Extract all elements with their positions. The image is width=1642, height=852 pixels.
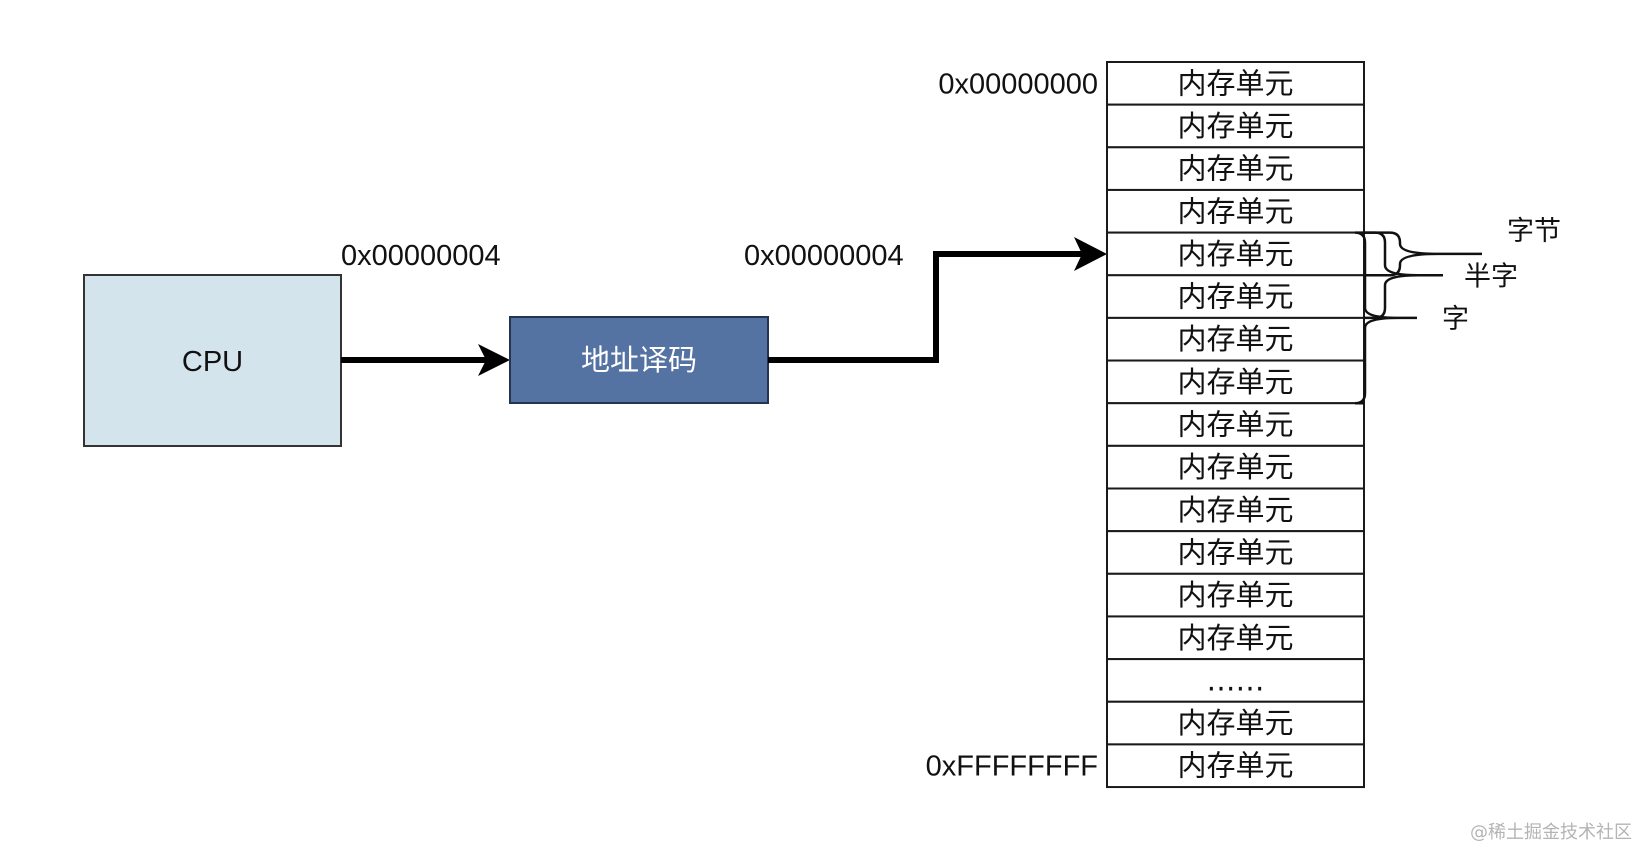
memory-column: 内存单元内存单元内存单元内存单元内存单元内存单元内存单元内存单元内存单元内存单元… xyxy=(1106,61,1365,789)
memory-cell-label: 内存单元 xyxy=(1177,66,1293,100)
memory-cell-box xyxy=(1106,146,1365,191)
memory-cell-label: 内存单元 xyxy=(1177,621,1293,655)
brace-label: 字 xyxy=(1442,304,1469,335)
brace-label: 字节 xyxy=(1507,216,1561,247)
memory-cell-label: 内存单元 xyxy=(1177,237,1293,271)
cpu-label: CPU xyxy=(182,346,243,378)
arrowhead-icon xyxy=(1074,237,1107,271)
memory-cell: 内存单元 xyxy=(1106,487,1365,533)
memory-cell-box xyxy=(1106,658,1365,703)
memory-cell-box xyxy=(1106,188,1365,234)
memory-cell-label: 内存单元 xyxy=(1177,450,1293,484)
memory-cell: 内存单元 xyxy=(1106,743,1365,789)
memory-cell: 内存单元 xyxy=(1106,572,1365,618)
memory-end-address: 0xFFFFFFFF xyxy=(926,751,1098,783)
arrowhead-icon xyxy=(478,344,510,376)
memory-cell-label: 内存单元 xyxy=(1177,152,1293,186)
memory-cell-label: 内存单元 xyxy=(1177,322,1293,356)
decoder-output-address: 0x00000004 xyxy=(744,240,904,272)
memory-cell: 内存单元 xyxy=(1106,103,1365,149)
brace-byte: 字节 xyxy=(1364,216,1561,277)
memory-cell-box xyxy=(1106,402,1365,447)
address-decoder-block: 地址译码 xyxy=(509,316,769,404)
memory-cell-label: 内存单元 xyxy=(1177,535,1293,569)
memory-cell-box xyxy=(1106,103,1365,149)
brace-word: 字 xyxy=(1354,231,1469,405)
cpu-output-address: 0x00000004 xyxy=(341,240,501,272)
memory-cell-box xyxy=(1106,444,1365,490)
memory-cell-box xyxy=(1106,61,1365,106)
memory-cell-label: 内存单元 xyxy=(1177,194,1293,228)
address-decoder-box xyxy=(509,316,769,404)
memory-cell: 内存单元 xyxy=(1106,61,1365,106)
memory-cell: 内存单元 xyxy=(1106,188,1365,234)
memory-cell-box xyxy=(1106,572,1365,618)
memory-start-address: 0x00000000 xyxy=(938,68,1098,100)
memory-cell: 内存单元 xyxy=(1106,146,1365,191)
memory-cell-label: 内存单元 xyxy=(1177,493,1293,527)
memory-cell: 内存单元 xyxy=(1106,231,1365,277)
decoder-to-memory-arrow xyxy=(768,237,1107,363)
brace-half-word: 半字 xyxy=(1364,231,1518,320)
brace-label: 半字 xyxy=(1464,261,1518,292)
brace-icon xyxy=(1364,231,1439,277)
decoder-to-memory-line xyxy=(768,251,1090,363)
memory-cell-label: 内存单元 xyxy=(1177,706,1293,740)
memory-cell-label: 内存单元 xyxy=(1177,749,1293,783)
memory-cell: 内存单元 xyxy=(1106,359,1365,405)
memory-cell: 内存单元 xyxy=(1106,444,1365,490)
memory-cell: 内存单元 xyxy=(1106,316,1365,362)
address-decoder-label: 地址译码 xyxy=(581,344,697,377)
cpu-to-decoder-arrow xyxy=(341,344,510,376)
memory-cell-box xyxy=(1106,530,1365,575)
memory-cell-label: 内存单元 xyxy=(1177,578,1293,612)
memory-cell-box xyxy=(1106,743,1365,789)
memory-cell-box xyxy=(1106,359,1365,405)
memory-cell-label: 内存单元 xyxy=(1177,109,1293,143)
watermark: @稀土掘金技术社区 xyxy=(1470,822,1632,843)
memory-cell: 内存单元 xyxy=(1106,530,1365,575)
memory-cell: 内存单元 xyxy=(1106,402,1365,447)
memory-cell-label: 内存单元 xyxy=(1177,280,1293,314)
memory-cell-label: …… xyxy=(1207,663,1265,697)
memory-cell: 内存单元 xyxy=(1106,274,1365,319)
memory-cell-label: 内存单元 xyxy=(1177,365,1293,399)
memory-cell: 内存单元 xyxy=(1106,700,1365,746)
memory-cell-label: 内存单元 xyxy=(1177,408,1293,442)
memory-cell-box xyxy=(1106,615,1365,661)
cpu-box xyxy=(83,274,342,447)
cpu-block: CPU xyxy=(83,274,342,447)
memory-cell-box xyxy=(1106,700,1365,746)
memory-cell: 内存单元 xyxy=(1106,615,1365,661)
memory-cell: …… xyxy=(1106,658,1365,703)
